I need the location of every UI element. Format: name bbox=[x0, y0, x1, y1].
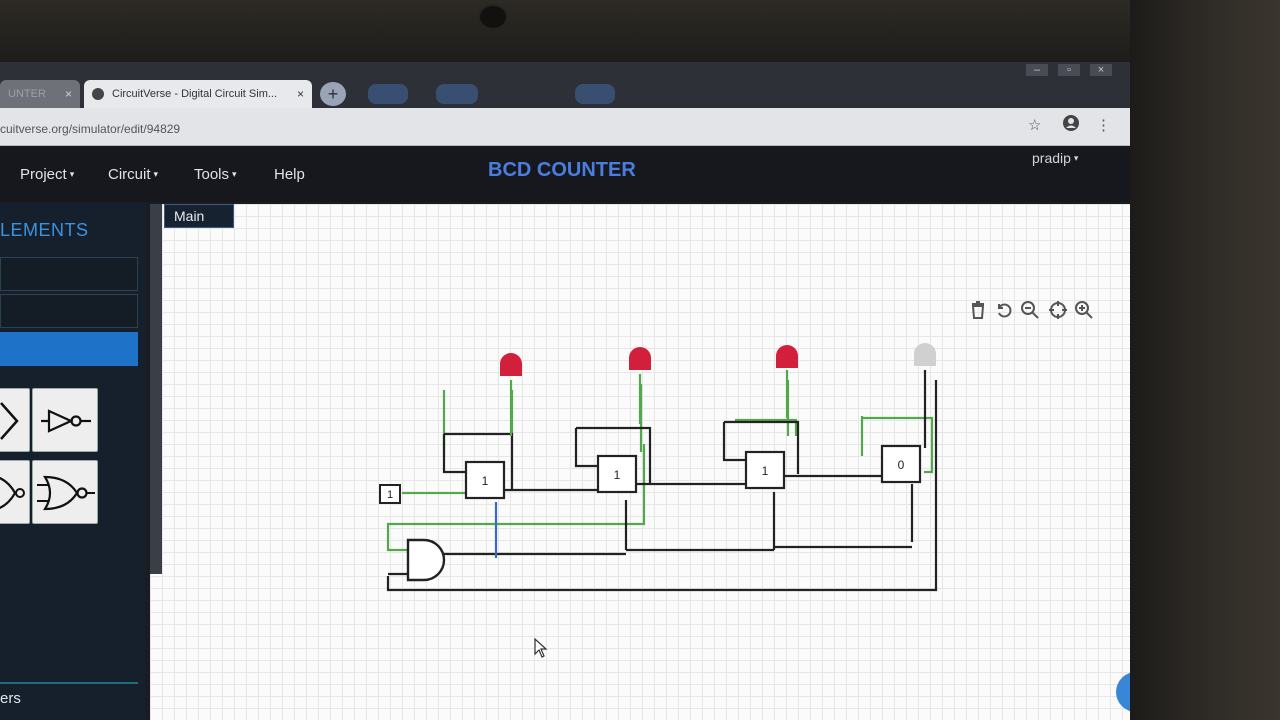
and-gate[interactable] bbox=[406, 538, 446, 582]
fit-icon[interactable] bbox=[1048, 300, 1068, 320]
browser-tab-active[interactable]: CircuitVerse - Digital Circuit Sim... × bbox=[84, 80, 312, 108]
sidebar-link[interactable]: ers bbox=[0, 682, 138, 716]
blurred-tab bbox=[575, 84, 615, 104]
zoom-in-icon[interactable] bbox=[1074, 300, 1094, 320]
flip-flop-value: 0 bbox=[898, 458, 905, 472]
bcd-counter-circuit: 1 1 1 1 0 bbox=[379, 343, 938, 592]
tab-main-circuit[interactable]: Main bbox=[164, 204, 234, 228]
menu-label: Tools bbox=[194, 166, 230, 183]
flip-flop-4[interactable] bbox=[880, 444, 922, 484]
zoom-out-icon[interactable] bbox=[1020, 300, 1040, 320]
menu-label: Project bbox=[20, 166, 67, 183]
flip-flop-2[interactable] bbox=[596, 454, 638, 494]
new-tab-button[interactable]: + bbox=[320, 82, 346, 106]
close-window-button[interactable]: × bbox=[1090, 64, 1112, 76]
star-icon[interactable]: ☆ bbox=[1028, 117, 1042, 134]
window-controls: – ▫ × bbox=[1026, 64, 1112, 76]
project-title[interactable]: BCD COUNTER bbox=[488, 159, 636, 181]
led-output-4 bbox=[914, 343, 936, 366]
nor-gate-icon bbox=[37, 475, 95, 511]
flip-flop-value: 1 bbox=[614, 468, 621, 482]
elements-sidebar: LEMENTS ers nt bbox=[0, 202, 146, 720]
flip-flop-value: 1 bbox=[482, 474, 489, 488]
sidebar-scrollbar[interactable] bbox=[150, 204, 162, 574]
caret-down-icon: ▾ bbox=[232, 169, 237, 179]
tab-close-icon[interactable]: × bbox=[296, 87, 304, 101]
blurred-tab bbox=[368, 84, 408, 104]
gate-tile-not[interactable] bbox=[32, 388, 98, 452]
tab-title: UNTER bbox=[8, 88, 46, 100]
blurred-tab bbox=[436, 84, 478, 104]
account-icon[interactable] bbox=[1062, 114, 1080, 136]
kebab-menu-icon[interactable]: ⋮ bbox=[1096, 117, 1111, 134]
trash-icon[interactable] bbox=[968, 300, 988, 320]
menu-label: Circuit bbox=[108, 166, 151, 183]
buffer-icon bbox=[0, 402, 19, 440]
menu-help[interactable]: Help bbox=[274, 166, 305, 183]
menu-circuit[interactable]: Circuit▾ bbox=[108, 166, 158, 183]
or-gate-icon bbox=[0, 477, 25, 509]
tab-title: CircuitVerse - Digital Circuit Sim... bbox=[112, 88, 278, 100]
not-gate-icon bbox=[41, 409, 91, 433]
laptop-bezel-right bbox=[1130, 0, 1280, 720]
input-value: 1 bbox=[387, 489, 393, 501]
element-category-gates[interactable] bbox=[0, 332, 138, 366]
flip-flop-value: 1 bbox=[762, 464, 769, 478]
flip-flop-1[interactable] bbox=[464, 460, 506, 500]
browser-tabstrip: – ▫ × UNTER × CircuitVerse - Digital Cir… bbox=[0, 62, 1130, 108]
led-output-3 bbox=[776, 345, 798, 368]
led-output-2 bbox=[629, 347, 651, 370]
caret-down-icon: ▾ bbox=[1073, 153, 1079, 163]
webcam bbox=[478, 4, 508, 30]
app-navbar: Project▾ Circuit▾ Tools▾ Help BCD COUNTE… bbox=[0, 146, 1130, 202]
browser-tab-inactive[interactable]: UNTER × bbox=[0, 80, 80, 108]
minimize-button[interactable]: – bbox=[1026, 64, 1048, 76]
undo-icon[interactable] bbox=[994, 300, 1014, 320]
menu-tools[interactable]: Tools▾ bbox=[194, 166, 237, 183]
flip-flop-3[interactable] bbox=[744, 450, 786, 490]
username: pradip bbox=[1032, 150, 1071, 166]
address-bar: cuitverse.org/simulator/edit/94829 ☆ ⋮ bbox=[0, 108, 1130, 146]
gate-tile-or[interactable] bbox=[0, 460, 30, 524]
maximize-button[interactable]: ▫ bbox=[1058, 64, 1080, 76]
user-menu[interactable]: pradip▾ bbox=[1032, 150, 1078, 166]
simulator-canvas[interactable]: Main bbox=[150, 204, 1130, 720]
element-category[interactable] bbox=[0, 257, 138, 291]
menu-project[interactable]: Project▾ bbox=[20, 166, 74, 183]
led-output-1 bbox=[500, 353, 522, 376]
gate-tile-nor[interactable] bbox=[32, 460, 98, 524]
sidebar-heading: LEMENTS bbox=[0, 220, 89, 240]
element-category[interactable] bbox=[0, 294, 138, 328]
globe-icon bbox=[92, 88, 104, 100]
caret-down-icon: ▾ bbox=[69, 169, 75, 179]
mouse-cursor-icon bbox=[534, 638, 548, 658]
screen: – ▫ × UNTER × CircuitVerse - Digital Cir… bbox=[0, 62, 1130, 720]
caret-down-icon: ▾ bbox=[153, 169, 159, 179]
input-toggle[interactable] bbox=[379, 484, 401, 504]
url-input[interactable]: cuitverse.org/simulator/edit/94829 bbox=[0, 122, 181, 136]
menu-label: Help bbox=[274, 166, 305, 183]
tab-close-icon[interactable]: × bbox=[64, 87, 72, 101]
chat-button[interactable] bbox=[1116, 672, 1130, 712]
gate-tile-buffer[interactable] bbox=[0, 388, 30, 452]
